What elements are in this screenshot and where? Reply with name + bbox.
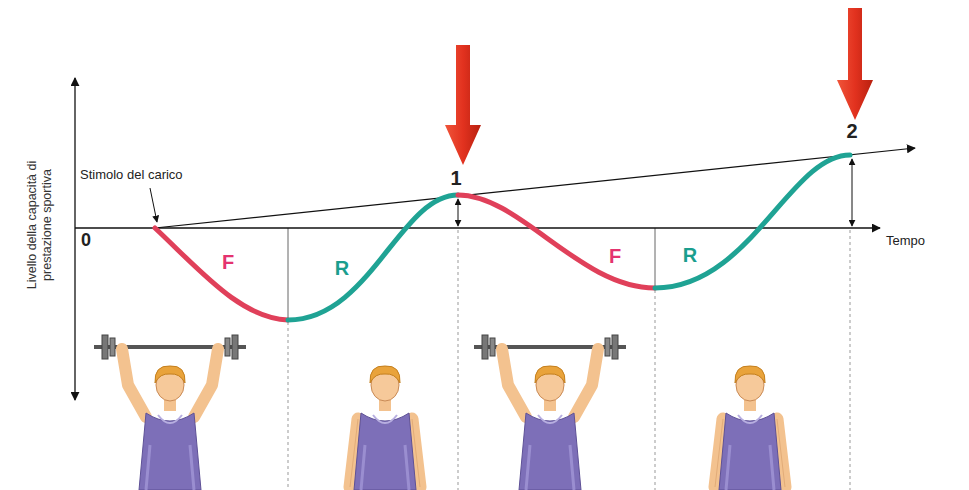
phase-label: F xyxy=(222,250,234,274)
axis-label: Tempo xyxy=(886,233,925,249)
axis-label: Livello della capacità di prestazione sp… xyxy=(25,155,55,295)
origin-label: 0 xyxy=(81,230,91,252)
phase-label: R xyxy=(335,256,349,280)
phase-label: R xyxy=(683,243,697,267)
stimulus-label: Stimolo del carico xyxy=(80,167,183,183)
callout-number: 2 xyxy=(846,119,857,143)
phase-label: F xyxy=(609,244,621,268)
callout-number: 1 xyxy=(450,166,461,190)
